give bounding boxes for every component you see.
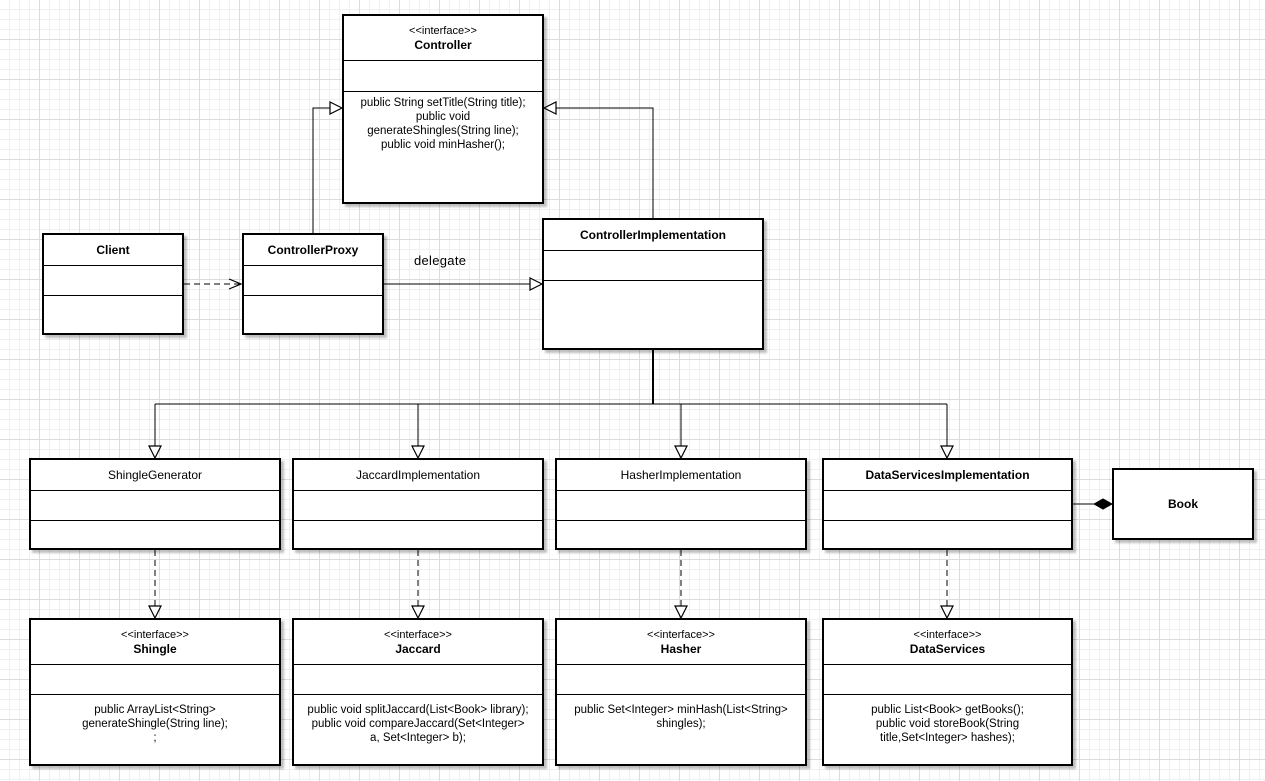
attributes-section	[557, 664, 805, 694]
class-shingle[interactable]: <<interface>> Shingle public ArrayList<S…	[29, 618, 281, 766]
attributes-section	[294, 664, 542, 694]
attributes-section	[31, 490, 279, 520]
class-name: HasherImplementation	[620, 468, 742, 482]
class-name-section: JaccardImplementation	[294, 460, 542, 490]
class-book[interactable]: Book	[1112, 468, 1254, 540]
operations-section	[557, 520, 805, 548]
operations-section	[244, 295, 382, 333]
attributes-section	[824, 664, 1071, 694]
class-name: ControllerProxy	[267, 243, 359, 257]
class-name: Book	[1168, 497, 1198, 511]
class-name: Controller	[414, 38, 472, 52]
delegate-label: delegate	[414, 253, 467, 268]
operations-section	[31, 520, 279, 548]
class-name-section: <<interface>> Hasher	[557, 620, 805, 664]
stereotype-label: <<interface>>	[384, 629, 452, 641]
class-name-section: HasherImplementation	[557, 460, 805, 490]
class-name-section: <<interface>> Controller	[344, 16, 542, 60]
attributes-section	[244, 265, 382, 295]
class-name-section: <<interface>> DataServices	[824, 620, 1071, 664]
operations-section: public void splitJaccard(List<Book> libr…	[294, 694, 542, 764]
operations-section	[824, 520, 1071, 548]
class-name-section: <<interface>> Jaccard	[294, 620, 542, 664]
class-name: DataServicesImplementation	[865, 468, 1030, 482]
operations-section: public ArrayList<String> generateShingle…	[31, 694, 279, 764]
stereotype-label: <<interface>>	[913, 629, 982, 641]
class-jaccard-implementation[interactable]: JaccardImplementation	[292, 458, 544, 550]
class-jaccard[interactable]: <<interface>> Jaccard public void splitJ…	[292, 618, 544, 766]
class-data-services-implementation[interactable]: DataServicesImplementation	[822, 458, 1073, 550]
class-name-section: ControllerImplementation	[544, 220, 762, 250]
attributes-section	[44, 265, 182, 295]
impl-to-controller-realization	[544, 108, 654, 218]
operations-section: public Set<Integer> minHash(List<String>…	[557, 694, 805, 764]
class-controller-proxy[interactable]: ControllerProxy	[242, 233, 384, 335]
class-hasher[interactable]: <<interface>> Hasher public Set<Integer>…	[555, 618, 807, 766]
class-name: Shingle	[133, 642, 177, 656]
class-name: Client	[96, 243, 130, 257]
operations-section: public String setTitle(String title); pu…	[344, 91, 542, 202]
class-name-section: Client	[44, 235, 182, 265]
class-name-section: DataServicesImplementation	[824, 460, 1071, 490]
stereotype-label: <<interface>>	[647, 629, 715, 641]
class-name: DataServices	[909, 642, 986, 656]
attributes-section	[824, 490, 1071, 520]
class-controller-implementation[interactable]: ControllerImplementation	[542, 218, 764, 350]
attributes-section	[557, 490, 805, 520]
attributes-section	[544, 250, 762, 280]
operations-section: public List<Book> getBooks(); public voi…	[824, 694, 1071, 764]
stereotype-label: <<interface>>	[121, 629, 189, 641]
proxy-to-controller-realization	[312, 108, 342, 233]
class-controller[interactable]: <<interface>> Controller public String s…	[342, 14, 544, 204]
class-hasher-implementation[interactable]: HasherImplementation	[555, 458, 807, 550]
class-client[interactable]: Client	[42, 233, 184, 335]
operations-section	[544, 280, 762, 348]
attributes-section	[294, 490, 542, 520]
attributes-section	[344, 60, 542, 91]
class-data-services[interactable]: <<interface>> DataServices public List<B…	[822, 618, 1073, 766]
class-shingle-generator[interactable]: ShingleGenerator	[29, 458, 281, 550]
operations-section	[44, 295, 182, 333]
class-name: Jaccard	[395, 642, 441, 656]
class-name-section: <<interface>> Shingle	[31, 620, 279, 664]
operations-section	[294, 520, 542, 548]
class-name: ShingleGenerator	[107, 468, 203, 482]
class-name-section: Book	[1114, 470, 1252, 538]
class-name: Hasher	[660, 642, 702, 656]
class-name-section: ControllerProxy	[244, 235, 382, 265]
stereotype-label: <<interface>>	[409, 25, 477, 37]
attributes-section	[31, 664, 279, 694]
class-name: ControllerImplementation	[579, 228, 726, 242]
class-name-section: ShingleGenerator	[31, 460, 279, 490]
class-name: JaccardImplementation	[355, 468, 481, 482]
